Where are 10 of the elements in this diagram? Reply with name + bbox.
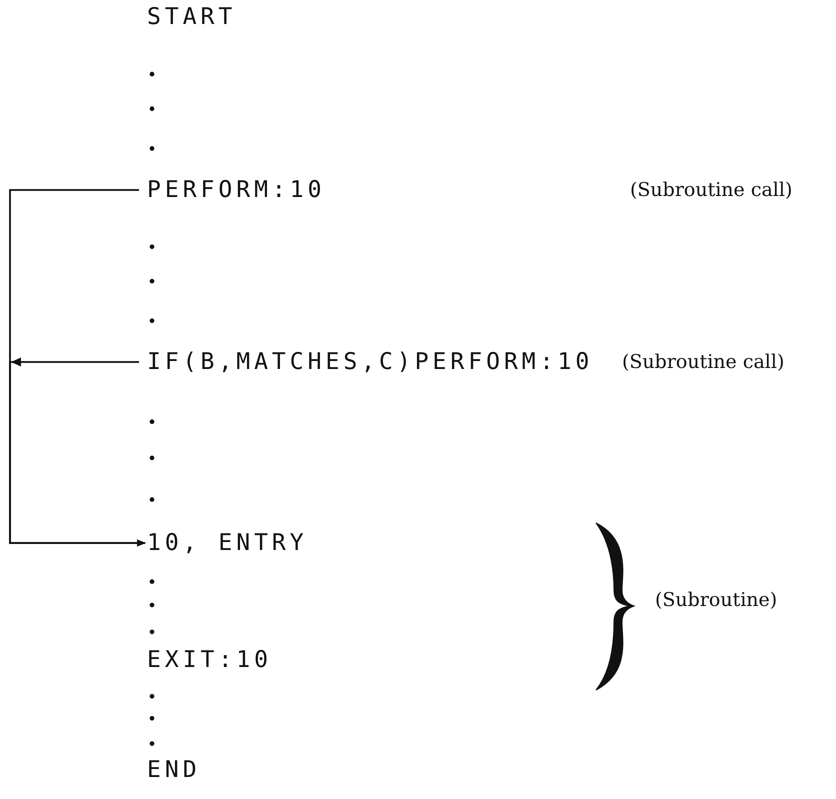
code-line: 10, ENTRY — [147, 529, 308, 557]
annotation-text: (Subroutine call) — [622, 350, 784, 375]
annotation-text: (Subroutine call) — [630, 178, 792, 203]
annotation-text: (Subroutine) — [655, 588, 778, 613]
code-line: EXIT:10 — [147, 646, 272, 674]
code-line: IF(B,MATCHES,C)PERFORM:10 — [147, 348, 594, 376]
arrow — [9, 358, 146, 547]
code-line: PERFORM:10 — [147, 176, 326, 204]
code-line: START — [147, 3, 236, 31]
code-line: END — [147, 756, 201, 784]
